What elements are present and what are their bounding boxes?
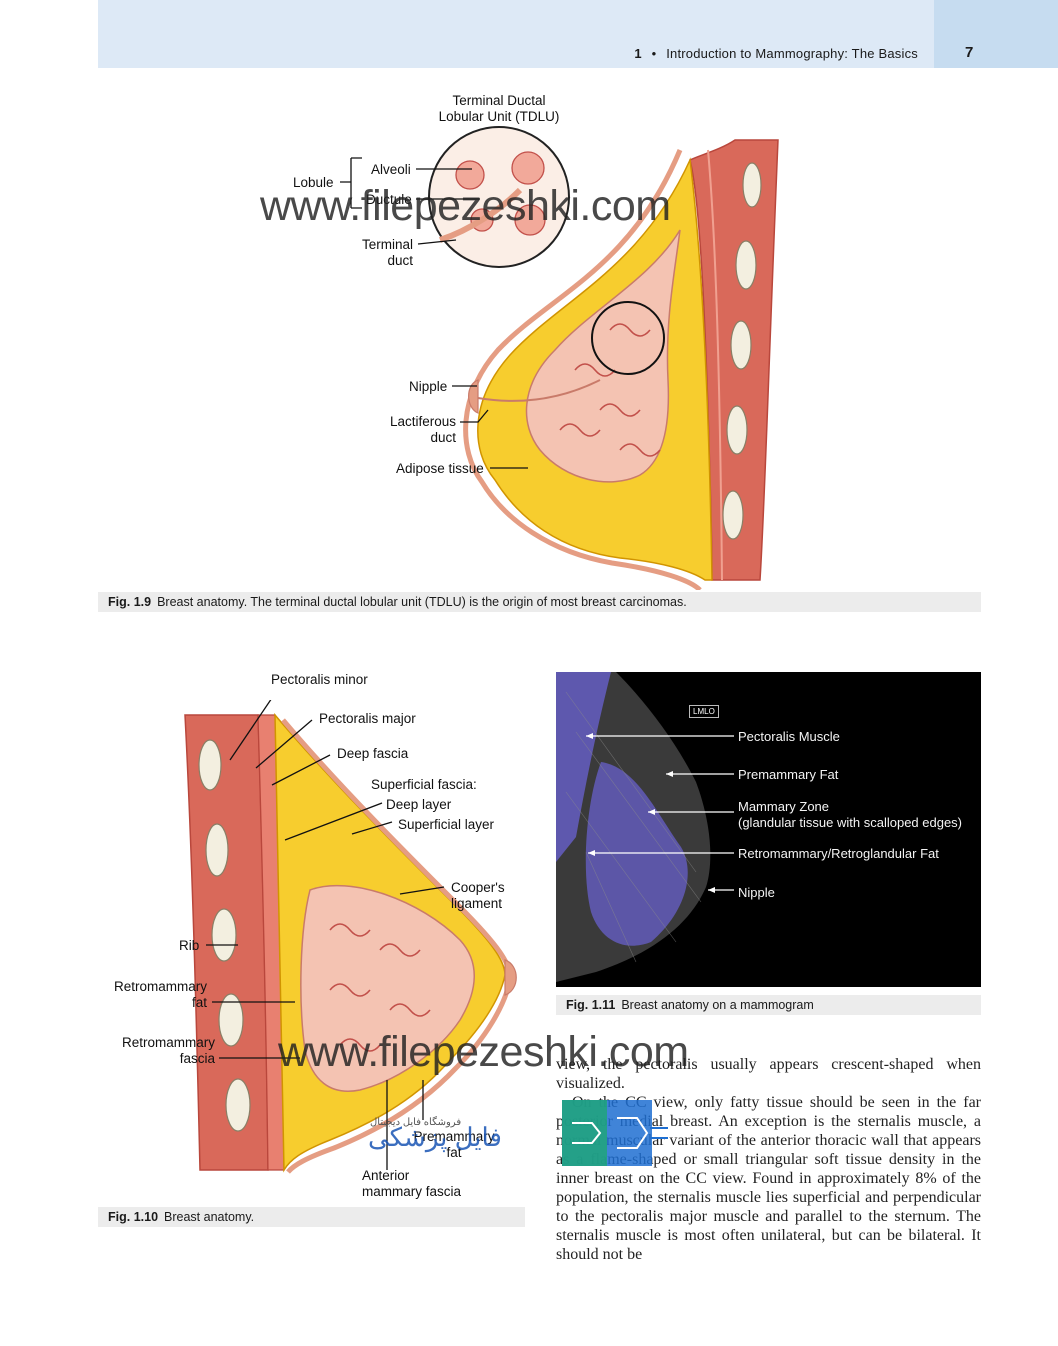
label-lactiferous-line2: duct: [430, 430, 456, 445]
label-retromammary-fascia: Retromammary fascia: [108, 1035, 215, 1067]
header-band: [98, 0, 934, 68]
label-premammary-fat-mammo: Premammary Fat: [738, 767, 839, 782]
label-ductule: Ductule: [366, 192, 412, 207]
label-retromammary-fascia-line1: Retromammary: [121, 1035, 215, 1050]
label-coopers-ligament: Cooper's ligament: [451, 880, 505, 912]
label-premammary-fat: Premammary fat: [408, 1129, 500, 1161]
caption-fig-1-10: Fig. 1.10 Breast anatomy.: [98, 1207, 525, 1227]
label-coopers-line1: Cooper's: [451, 880, 505, 895]
label-superficial-layer: Superficial layer: [398, 817, 495, 832]
label-nipple-mammo: Nipple: [738, 885, 775, 900]
watermark-bottom: www.filepezeshki.com: [278, 1028, 689, 1076]
label-terminal-line1: Terminal: [361, 237, 413, 252]
label-anterior-line2: mammary fascia: [362, 1184, 462, 1199]
label-pectoralis-muscle: Pectoralis Muscle: [738, 729, 840, 744]
watermark-arabic: فایل پزشکی: [368, 1122, 502, 1152]
label-mammary-zone: Mammary Zone (glandular tissue with scal…: [738, 799, 962, 831]
page-number: 7: [965, 44, 974, 61]
label-alveoli: Alveoli: [371, 162, 411, 177]
label-anterior-mammary-fascia: Anterior mammary fascia: [362, 1168, 461, 1200]
label-retromammary-fascia-line2: fascia: [179, 1051, 215, 1066]
caption-fig-1-11: Fig. 1.11 Breast anatomy on a mammogram: [556, 995, 981, 1015]
caption-fig-1-9: Fig. 1.9 Breast anatomy. The terminal duc…: [98, 592, 981, 612]
body-text: view, the pectoralis usually appears cre…: [556, 1055, 981, 1264]
label-lactiferous-line1: Lactiferous: [389, 414, 456, 429]
label-mammary-zone-line2: (glandular tissue with scalloped edges): [738, 815, 963, 830]
bullet: •: [651, 46, 657, 61]
caption-label: Fig. 1.9: [108, 595, 152, 609]
paragraph-1: view, the pectoralis usually appears cre…: [556, 1056, 981, 1092]
label-deep-layer: Deep layer: [386, 797, 452, 812]
fig-1-9-illustration: [340, 126, 779, 590]
label-premammary-line2: fat: [446, 1145, 462, 1160]
header-tab: [934, 0, 1058, 68]
label-lactiferous-duct: Lactiferous duct: [380, 414, 456, 446]
label-superficial-fascia: Superficial fascia:: [371, 777, 477, 792]
label-adipose: Adipose tissue: [396, 461, 484, 476]
watermark-logo-icon: [562, 1100, 668, 1166]
caption-text: Breast anatomy on a mammogram: [621, 998, 814, 1012]
label-terminal-duct: Terminal duct: [350, 237, 413, 269]
label-retromammary-fat-line1: Retromammary: [113, 979, 207, 994]
label-coopers-line2: ligament: [451, 896, 503, 911]
watermark-arabic-small: فروشگاه فایل دیجیتال: [370, 1117, 462, 1128]
label-deep-fascia: Deep fascia: [337, 746, 409, 761]
caption-label: Fig. 1.10: [108, 1210, 159, 1224]
chapter-number: 1: [634, 46, 642, 61]
label-tdlu-line2: Lobular Unit (TDLU): [438, 109, 560, 124]
caption-text: Breast anatomy. The terminal ductal lobu…: [157, 595, 687, 609]
label-anterior-line1: Anterior: [362, 1168, 410, 1183]
view-marker: LMLO: [689, 705, 719, 718]
label-pectoralis-major: Pectoralis major: [319, 711, 416, 726]
label-nipple: Nipple: [409, 379, 448, 394]
label-tdlu: Terminal Ductal Lobular Unit (TDLU): [428, 93, 570, 125]
label-premammary-line1: Premammary: [413, 1129, 495, 1144]
chapter-title: Introduction to Mammography: The Basics: [666, 46, 918, 61]
watermark-top: www.filepezeshki.com: [260, 182, 671, 230]
caption-label: Fig. 1.11: [566, 998, 616, 1012]
label-retromammary-mammo: Retromammary/Retroglandular Fat: [738, 846, 939, 861]
fig-1-10-illustration: [184, 700, 517, 1174]
label-retromammary-fat: Retromammary fat: [100, 979, 207, 1011]
label-retromammary-fat-line2: fat: [191, 995, 207, 1010]
mammogram-drawing: [556, 672, 734, 982]
label-lobule: Lobule: [293, 175, 334, 190]
label-terminal-line2: duct: [387, 253, 413, 268]
mammogram-image: LMLO Pectoralis Muscle Premammary Fat Ma…: [556, 672, 981, 987]
label-mammary-zone-line1: Mammary Zone: [738, 799, 830, 814]
caption-text: Breast anatomy.: [164, 1210, 255, 1224]
label-rib: Rib: [179, 938, 200, 953]
label-pectoralis-minor: Pectoralis minor: [271, 672, 368, 687]
label-tdlu-line1: Terminal Ductal: [452, 93, 546, 108]
running-head: 1 • Introduction to Mammography: The Bas…: [634, 46, 918, 61]
paragraph-2: On the CC view, only fatty tissue should…: [556, 1094, 981, 1263]
